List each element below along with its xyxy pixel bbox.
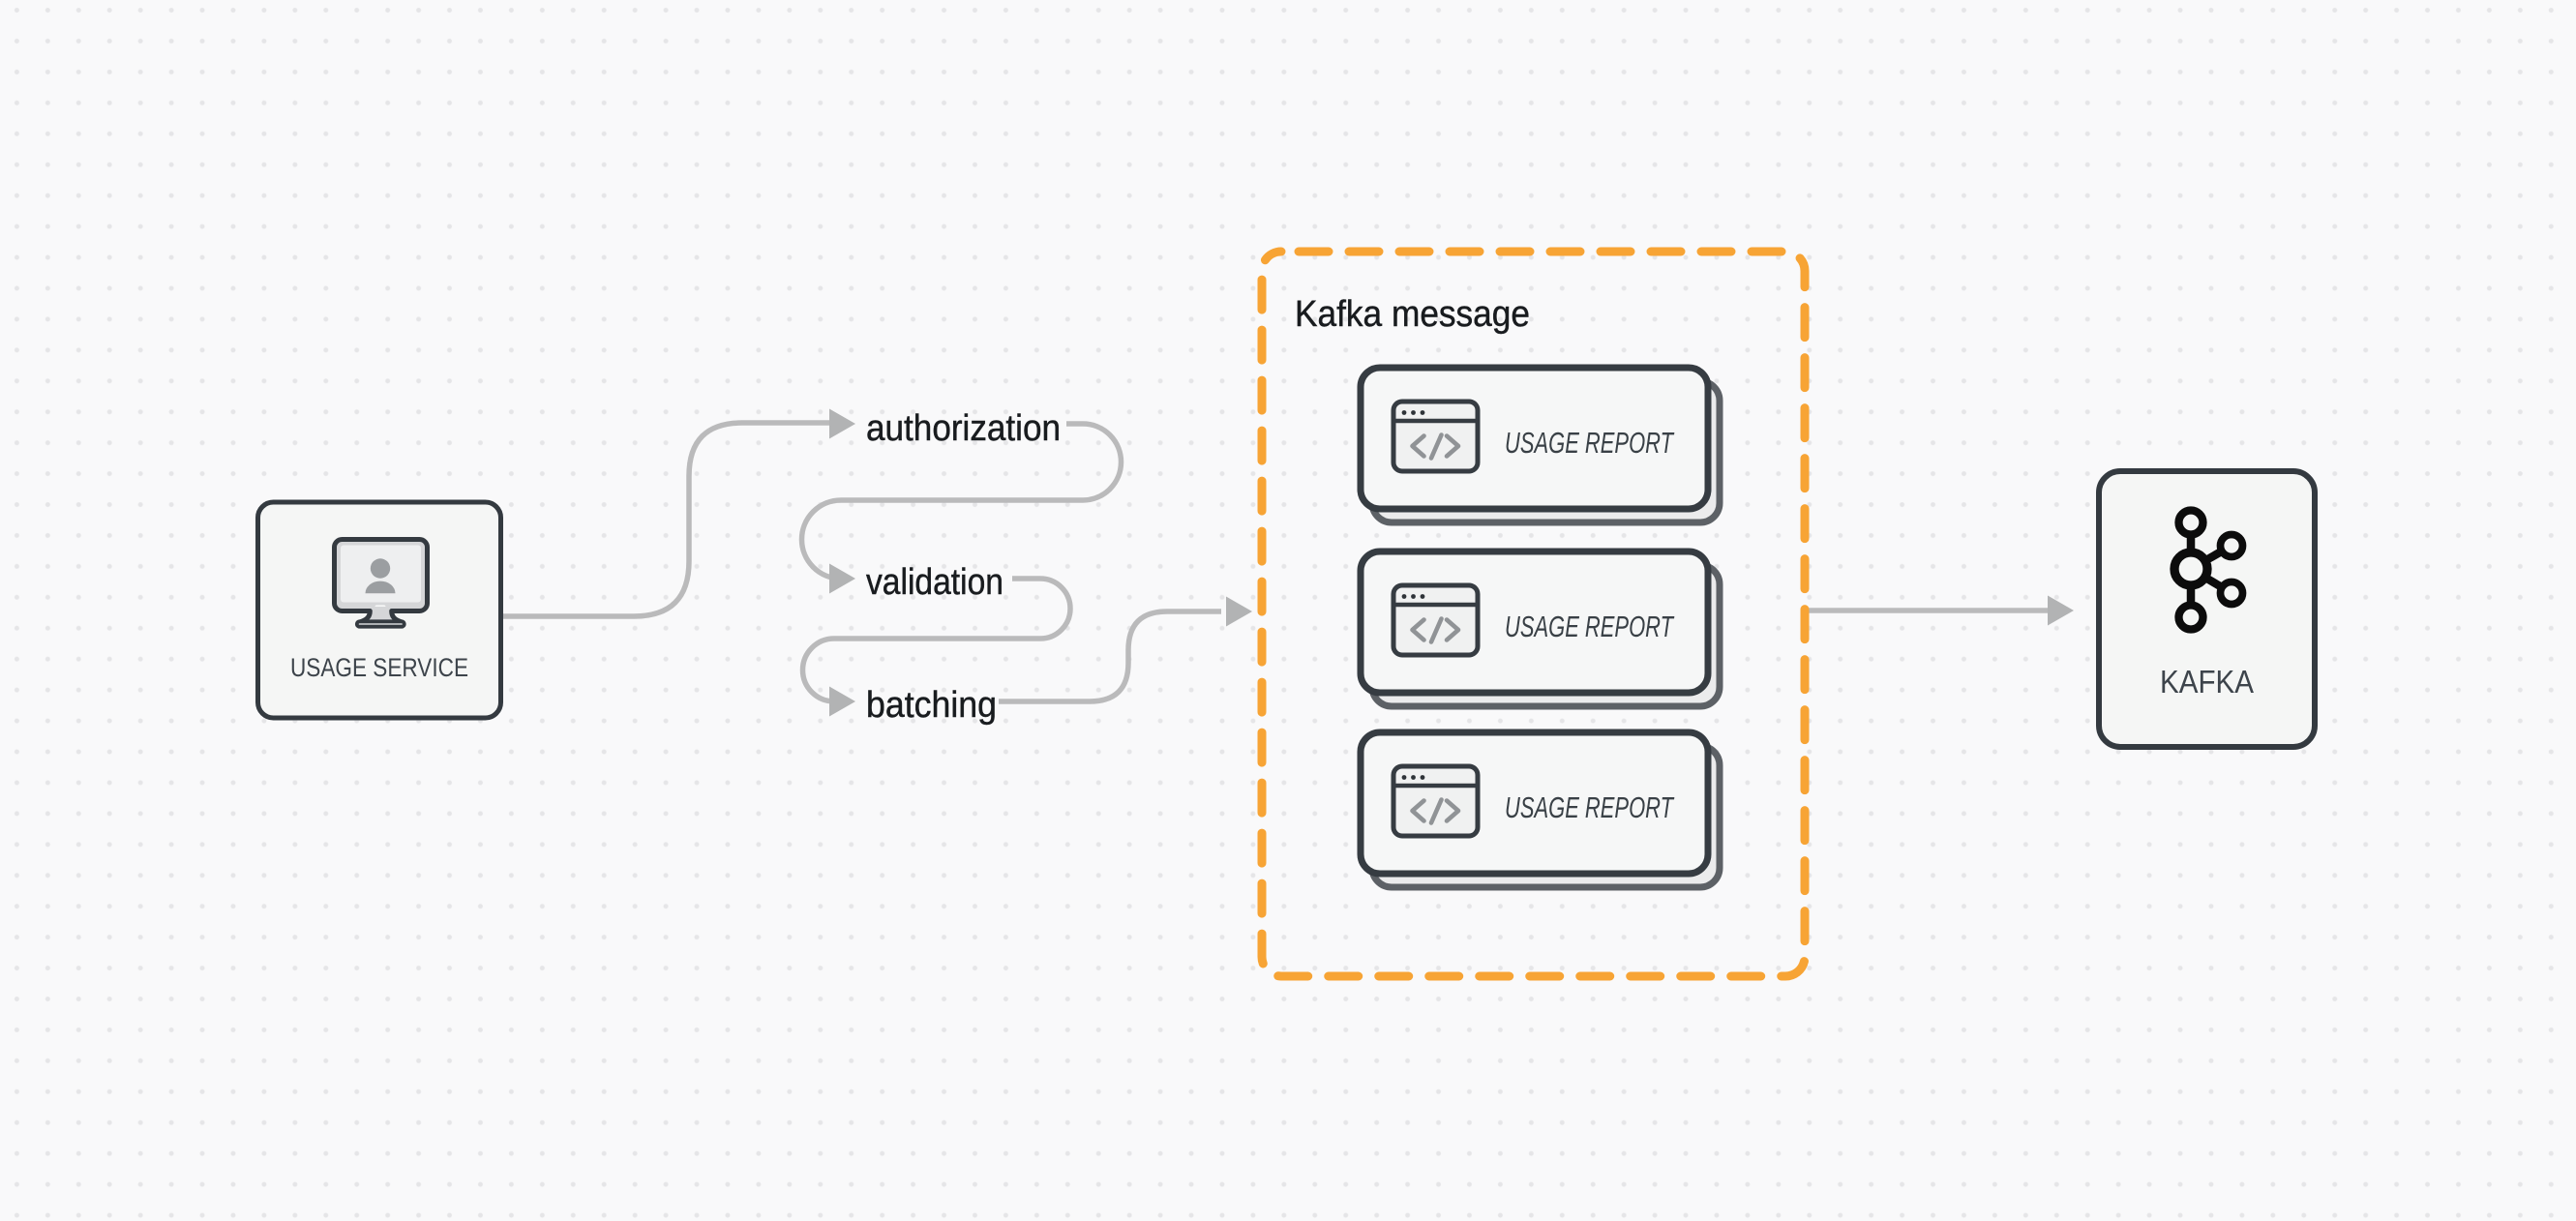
svg-text:USAGE REPORT: USAGE REPORT bbox=[1505, 426, 1674, 460]
svg-text:KAFKA: KAFKA bbox=[2160, 665, 2255, 700]
svg-text:USAGE REPORT: USAGE REPORT bbox=[1505, 610, 1674, 643]
svg-text:validation: validation bbox=[866, 562, 1003, 603]
svg-text:batching: batching bbox=[866, 685, 997, 726]
svg-text:authorization: authorization bbox=[866, 408, 1061, 449]
svg-text:USAGE REPORT: USAGE REPORT bbox=[1505, 790, 1674, 824]
svg-text:Kafka message: Kafka message bbox=[1295, 294, 1530, 335]
svg-text:USAGE SERVICE: USAGE SERVICE bbox=[290, 653, 468, 682]
